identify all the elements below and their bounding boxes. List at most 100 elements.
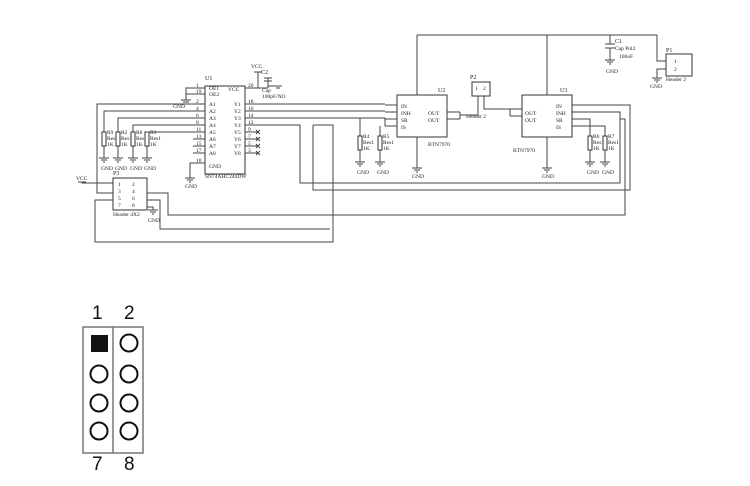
u1-vcc-pin: VCC [228, 87, 240, 93]
u1-output-5: Y5 [234, 130, 241, 136]
res-part: Res1 [593, 140, 604, 146]
u1-left-pin-num: 13 [196, 134, 202, 140]
u1-left-pin-num: 11 [196, 127, 202, 133]
u3-gnd-label: GND [542, 174, 554, 180]
c2-part: Cap [262, 88, 271, 94]
u2-pin-out-a: OUT [428, 111, 440, 117]
p1-pin-1: 1 [674, 59, 677, 65]
p2-part: Header 2 [466, 114, 486, 120]
p3-pin-4: 4 [132, 189, 135, 195]
u3-pin-out-a: OUT [525, 111, 537, 117]
res-gnd-label: GND [377, 170, 389, 176]
u1-output-2: Y2 [234, 109, 241, 115]
left-resistors: GNDR9Res11KGNDR2Res11KGNDR8Res11KGNDR3Re… [99, 130, 161, 172]
pin-6-pad [119, 393, 139, 413]
res-gnd-label: GND [115, 166, 127, 172]
u1-output-7: Y7 [234, 144, 241, 150]
p1-part: Header 2 [666, 77, 686, 83]
res-ref: R5 [383, 134, 390, 140]
power-input: C1 Cap Pol2 100uF GND P1 1 2 Header 2 GN… [417, 34, 693, 90]
u2-pin-out-b: OUT [428, 118, 440, 124]
c2-capacitor: VCC C2 Cap 100pF/NO [251, 64, 286, 100]
p1-gnd-label: GND [650, 84, 662, 90]
u1-vcc-label: VCC [251, 64, 263, 70]
interconnect-wires [94, 103, 631, 243]
u1-right-pin-num: 16 [248, 106, 254, 112]
res-gnd-label: GND [587, 170, 599, 176]
res-value: 1K [150, 142, 157, 148]
u1-input-6: A6 [209, 137, 216, 143]
u1-input-7: A7 [209, 144, 216, 150]
res-ref: R3 [150, 130, 157, 136]
u1-right-pin-num: 3 [248, 148, 251, 154]
pin-label-2: 2 [124, 303, 135, 324]
pin-8-pad [119, 421, 139, 441]
res-part: Res1 [363, 140, 374, 146]
u3-pin-inh: INH [556, 111, 566, 117]
u1-input-5: A5 [209, 130, 216, 136]
u2-pin-in: IN [401, 104, 407, 110]
pin-3-pad [89, 364, 109, 384]
res-gnd-label: GND [357, 170, 369, 176]
pin-label-8: 8 [124, 454, 135, 475]
pin-2-pad [119, 333, 139, 353]
u1-left-pin-num: 17 [196, 148, 202, 154]
c2-ref: C2 [261, 70, 268, 76]
u1-left-pin-num: 6 [196, 113, 199, 119]
u3-pin-sr: SR [556, 118, 563, 124]
u1-left-pin-num: 8 [196, 120, 199, 126]
u1-oe-gnd-label: GND [173, 104, 185, 110]
u1-input-3: A3 [209, 116, 216, 122]
pin-7-pad [89, 421, 109, 441]
u2-gnd-label: GND [412, 174, 424, 180]
p3-pin-5: 5 [118, 196, 121, 202]
c1-value: 100uF [619, 54, 633, 60]
schematic-diagram: U1 SN74AHC244DW VCC OE1 OE2 GND A1A2A3A4… [76, 34, 693, 243]
res-value: 1K [608, 146, 615, 152]
p3-pin-3: 3 [118, 189, 121, 195]
u3-pin-out-b: OUT [525, 118, 537, 124]
u2-pin-sr: SR [401, 118, 408, 124]
pin-1-square-pad [91, 335, 108, 352]
u1-right-pin-num: 7 [248, 134, 251, 140]
u1-output-4: Y4 [234, 123, 241, 129]
res-gnd-label: GND [144, 166, 156, 172]
u1-right-pin-num: 20 [248, 83, 254, 89]
u1-right-pin-num: 5 [248, 141, 251, 147]
u3-half-bridge-ic: U3 BTN7970 OUT OUT IN INH SR IS GND [509, 35, 585, 180]
res-part: Res1 [150, 136, 161, 142]
u1-input-8: A8 [209, 151, 216, 157]
res-part: Res1 [383, 140, 394, 146]
u2-pin-inh: INH [401, 111, 411, 117]
res-part: Res1 [107, 136, 118, 142]
u2-half-bridge-ic: U2 BTN7970 IN INH SR IS OUT OUT GND [385, 35, 460, 180]
pin-4-pad [119, 364, 139, 384]
res-value: 1K [383, 146, 390, 152]
c2-value: 100pF/NO [262, 94, 286, 100]
p3-pin-6: 6 [132, 196, 135, 202]
u1-input-2: A2 [209, 109, 216, 115]
u3-ref: U3 [560, 88, 567, 94]
u1-oe1-pin: OE1 [209, 86, 219, 92]
u1-part: SN74AHC244DW [205, 174, 247, 180]
c1-part: Cap Pol2 [615, 46, 636, 52]
p3-gnd-label: GND [148, 218, 160, 224]
u2-pin-is: IS [401, 125, 406, 131]
p3-header: P3 Header 4X2 1 2 3 4 5 6 7 8 VCC GND [76, 171, 160, 224]
pin-label-7: 7 [92, 454, 103, 475]
p2-pin-2: 2 [483, 86, 486, 92]
res-part: Res1 [121, 136, 132, 142]
p1-pin-2: 2 [674, 67, 677, 73]
p3-pin-1: 1 [118, 182, 121, 188]
u1-left-pin-num: 1 [196, 83, 199, 89]
header-2x4-diagram [82, 326, 144, 454]
res-ref: R4 [363, 134, 370, 140]
res-gnd-label: GND [130, 166, 142, 172]
u1-left-pin-num: 10 [196, 158, 202, 164]
res-ref: R8 [136, 130, 143, 136]
u1-right-pin-num: 9 [248, 127, 251, 133]
res-ref: R6 [593, 134, 600, 140]
u3-part: BTN7970 [513, 148, 535, 154]
